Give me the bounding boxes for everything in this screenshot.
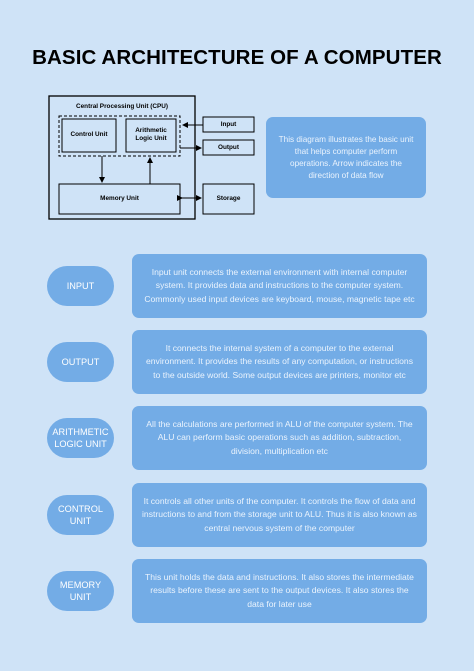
control-unit-label: Control Unit [70,131,108,138]
control-unit-description: It controls all other units of the compu… [132,483,427,547]
cpu-dashed-box [58,115,181,157]
cpu-label: Central Processing Unit (CPU) [76,103,168,110]
page-title: BASIC ARCHITECTURE OF A COMPUTER [32,46,442,69]
input-label: Input [220,121,237,128]
input-pill: INPUT [47,266,114,306]
storage-label: Storage [216,195,241,202]
cpu-box [48,95,196,220]
output-pill: OUTPUT [47,342,114,382]
diagram-caption: This diagram illustrates the basic unit … [266,117,426,198]
architecture-diagram: Central Processing Unit (CPU) Control Un… [47,94,257,221]
memory-unit-pill: MEMORY UNIT [47,571,114,611]
alu-description: All the calculations are performed in AL… [132,406,427,470]
output-box [202,139,255,156]
storage-box [202,183,255,215]
alu-label: Arithmetic Logic Unit [135,127,167,142]
diagram-lines [48,95,255,220]
output-description: It connects the internal system of a com… [132,330,427,394]
control-unit-box [61,118,117,153]
input-description: Input unit connects the external environ… [132,254,427,318]
alu-pill: ARITHMETIC LOGIC UNIT [47,418,114,458]
memory-unit-description: This unit holds the data and instruction… [132,559,427,623]
memory-unit-label: Memory Unit [100,195,139,202]
output-label: Output [218,144,239,151]
alu-box [125,118,177,153]
control-unit-pill: CONTROL UNIT [47,495,114,535]
